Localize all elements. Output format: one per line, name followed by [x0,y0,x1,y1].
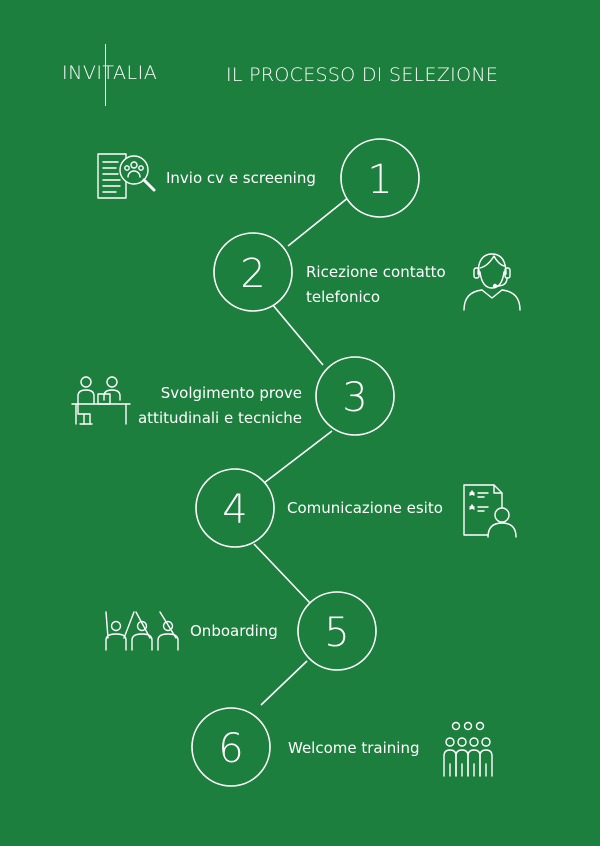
connector-1-2 [287,196,350,247]
step-circle-2 [213,232,293,312]
step-label-3-line2: attitudinali e tecniche [137,409,302,427]
step-circle-3 [315,356,395,436]
step-circle-5 [297,591,377,671]
headset-operator-icon [463,253,521,311]
step-circle-4 [195,468,275,548]
step-label-4: Comunicazione esito [287,499,443,517]
logo-divider [105,44,106,106]
step-label-5: Onboarding [190,622,278,640]
step-label-1: Invio cv e screening [166,169,316,187]
step-circle-6 [191,707,271,787]
step-circle-1 [340,138,420,218]
connector-5-6 [260,660,308,706]
connector-4-5 [253,543,312,605]
step-number-2: 2 [240,251,265,297]
step-number-6: 6 [218,726,243,772]
page-title: IL PROCESSO DI SELEZIONE [226,64,499,86]
step-label-2-line2: telefonico [306,288,381,306]
step-number-1: 1 [367,157,392,203]
evaluation-document-icon [463,484,517,538]
step-label-2-line1: Ricezione contatto [306,263,446,281]
brand-logo: INVITALIA [62,62,158,84]
connector-2-3 [271,303,324,366]
step-label-3-line1: Svolgimento prove [160,384,302,402]
step-label-2: Ricezione contatto telefonico [306,260,446,310]
step-number-4: 4 [222,487,247,533]
step-label-6: Welcome training [288,739,420,757]
interview-desk-icon [71,376,131,425]
step-label-3: Svolgimento prove attitudinali e tecnich… [138,381,302,431]
step-number-5: 5 [324,610,349,656]
cv-search-icon [97,153,156,199]
connector-3-4 [263,430,333,484]
team-high-five-icon [105,611,179,651]
step-number-3: 3 [342,375,367,421]
group-training-icon [443,721,493,777]
